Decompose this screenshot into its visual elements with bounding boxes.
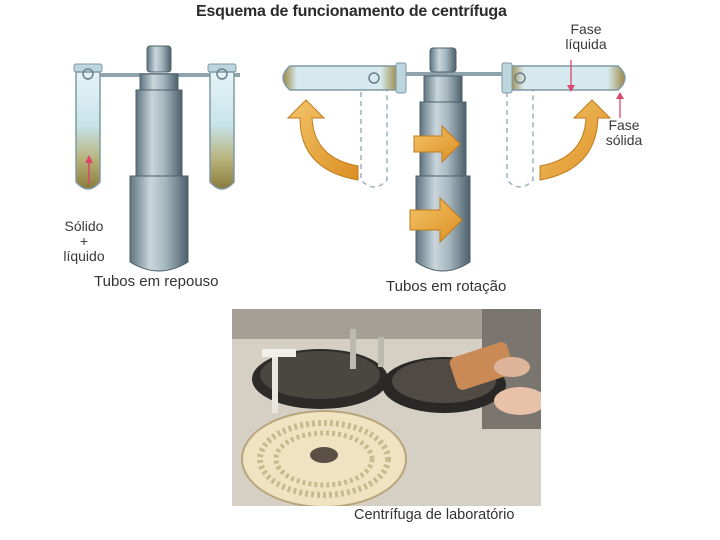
label-solido-liquido: Sólido + líquido (50, 219, 118, 264)
label-solido-line: Sólido (50, 219, 118, 234)
diagram-title: Esquema de funcionamento de centrífuga (196, 3, 507, 21)
rotation-assembly (283, 48, 625, 271)
photo-illustration (232, 309, 541, 525)
rest-column (130, 46, 188, 271)
rotation-arrow-left (288, 100, 358, 180)
label-liquido-line: líquido (50, 249, 118, 264)
caption-rest: Tubos em repouso (94, 273, 219, 290)
caption-rotation: Tubos em rotação (386, 278, 506, 295)
rotating-tube-left (283, 63, 406, 93)
label-plus-line: + (50, 234, 118, 249)
photo-caption: Centrífuga de laboratório (232, 506, 541, 525)
ghost-tube-left (361, 74, 387, 187)
label-fase-solida-line1: Fase (600, 118, 648, 133)
label-fase-liquida: Fase líquida (560, 22, 612, 52)
label-fase-solida-line2: sólida (600, 133, 648, 148)
label-fase-liquida-line1: Fase (560, 22, 612, 37)
lab-centrifuge-photo (232, 309, 541, 525)
label-fase-liquida-line2: líquida (560, 37, 612, 52)
rotating-tube-right (502, 60, 625, 118)
rest-tube-right (208, 64, 236, 189)
centrifuge-diagram: Esquema de funcionamento de centrífuga F… (0, 0, 720, 300)
rest-tube-left (74, 64, 102, 189)
label-fase-solida: Fase sólida (600, 118, 648, 148)
